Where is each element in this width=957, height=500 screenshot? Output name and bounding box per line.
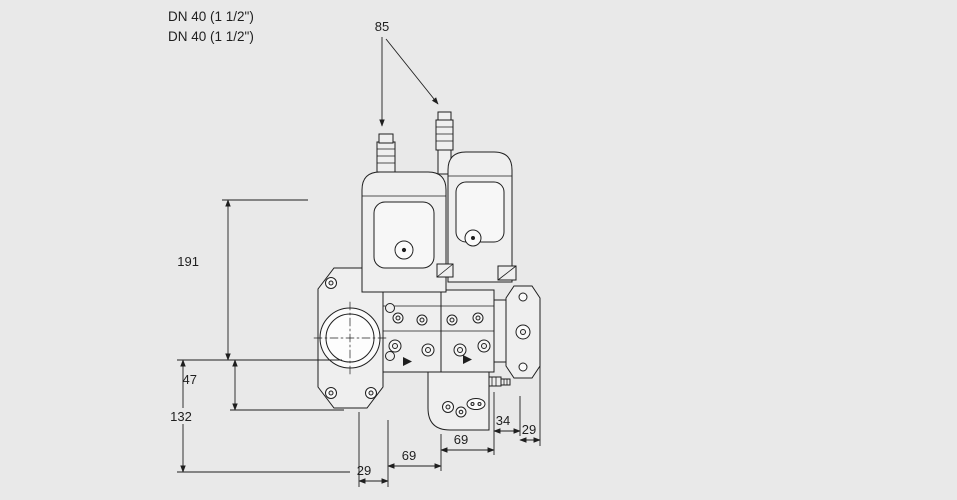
dim-191: 191 — [177, 199, 342, 361]
dim-69-b: 69 — [440, 392, 495, 455]
left-solenoid-actuator — [361, 171, 447, 293]
size-label-line2: DN 40 (1 1/2") — [168, 29, 254, 44]
dim-label-29-right: 29 — [522, 422, 536, 437]
dim-29-left: 29 — [357, 412, 389, 487]
dim-132: 132 — [166, 359, 350, 473]
right-neck — [493, 299, 507, 363]
dim-85: 85 — [375, 19, 439, 127]
dim-label-69-a: 69 — [402, 448, 416, 463]
dim-label-85: 85 — [375, 19, 389, 34]
flow-arrow-icon — [463, 355, 472, 364]
dim-label-191: 191 — [177, 254, 199, 269]
dim-label-34: 34 — [496, 413, 510, 428]
right-flange — [505, 285, 541, 379]
manual-override-detail — [436, 263, 454, 278]
dim-69-a: 69 — [387, 434, 442, 471]
pressure-regulator-block — [427, 371, 511, 431]
left-connector — [376, 133, 396, 173]
body-fittings — [388, 312, 491, 366]
dim-29-right: 29 — [519, 342, 541, 446]
valve-body — [382, 289, 495, 373]
dim-label-47: 47 — [183, 372, 197, 387]
dim-label-29-left: 29 — [357, 463, 371, 478]
right-bracket-detail — [497, 265, 517, 281]
dim-34: 34 — [493, 396, 521, 436]
right-solenoid-actuator — [447, 151, 513, 283]
left-flange — [313, 267, 395, 409]
dim-label-132: 132 — [170, 409, 192, 424]
dim-47: 47 — [183, 359, 344, 411]
dimension-annotations: 85 191 47 132 — [166, 19, 541, 487]
dim-label-69-b: 69 — [454, 432, 468, 447]
right-connector — [435, 111, 454, 175]
size-label-line1: DN 40 (1 1/2") — [168, 9, 254, 24]
flow-arrow-icon — [403, 357, 412, 366]
valve-assembly-drawing — [313, 111, 541, 431]
side-nipple — [488, 376, 511, 387]
